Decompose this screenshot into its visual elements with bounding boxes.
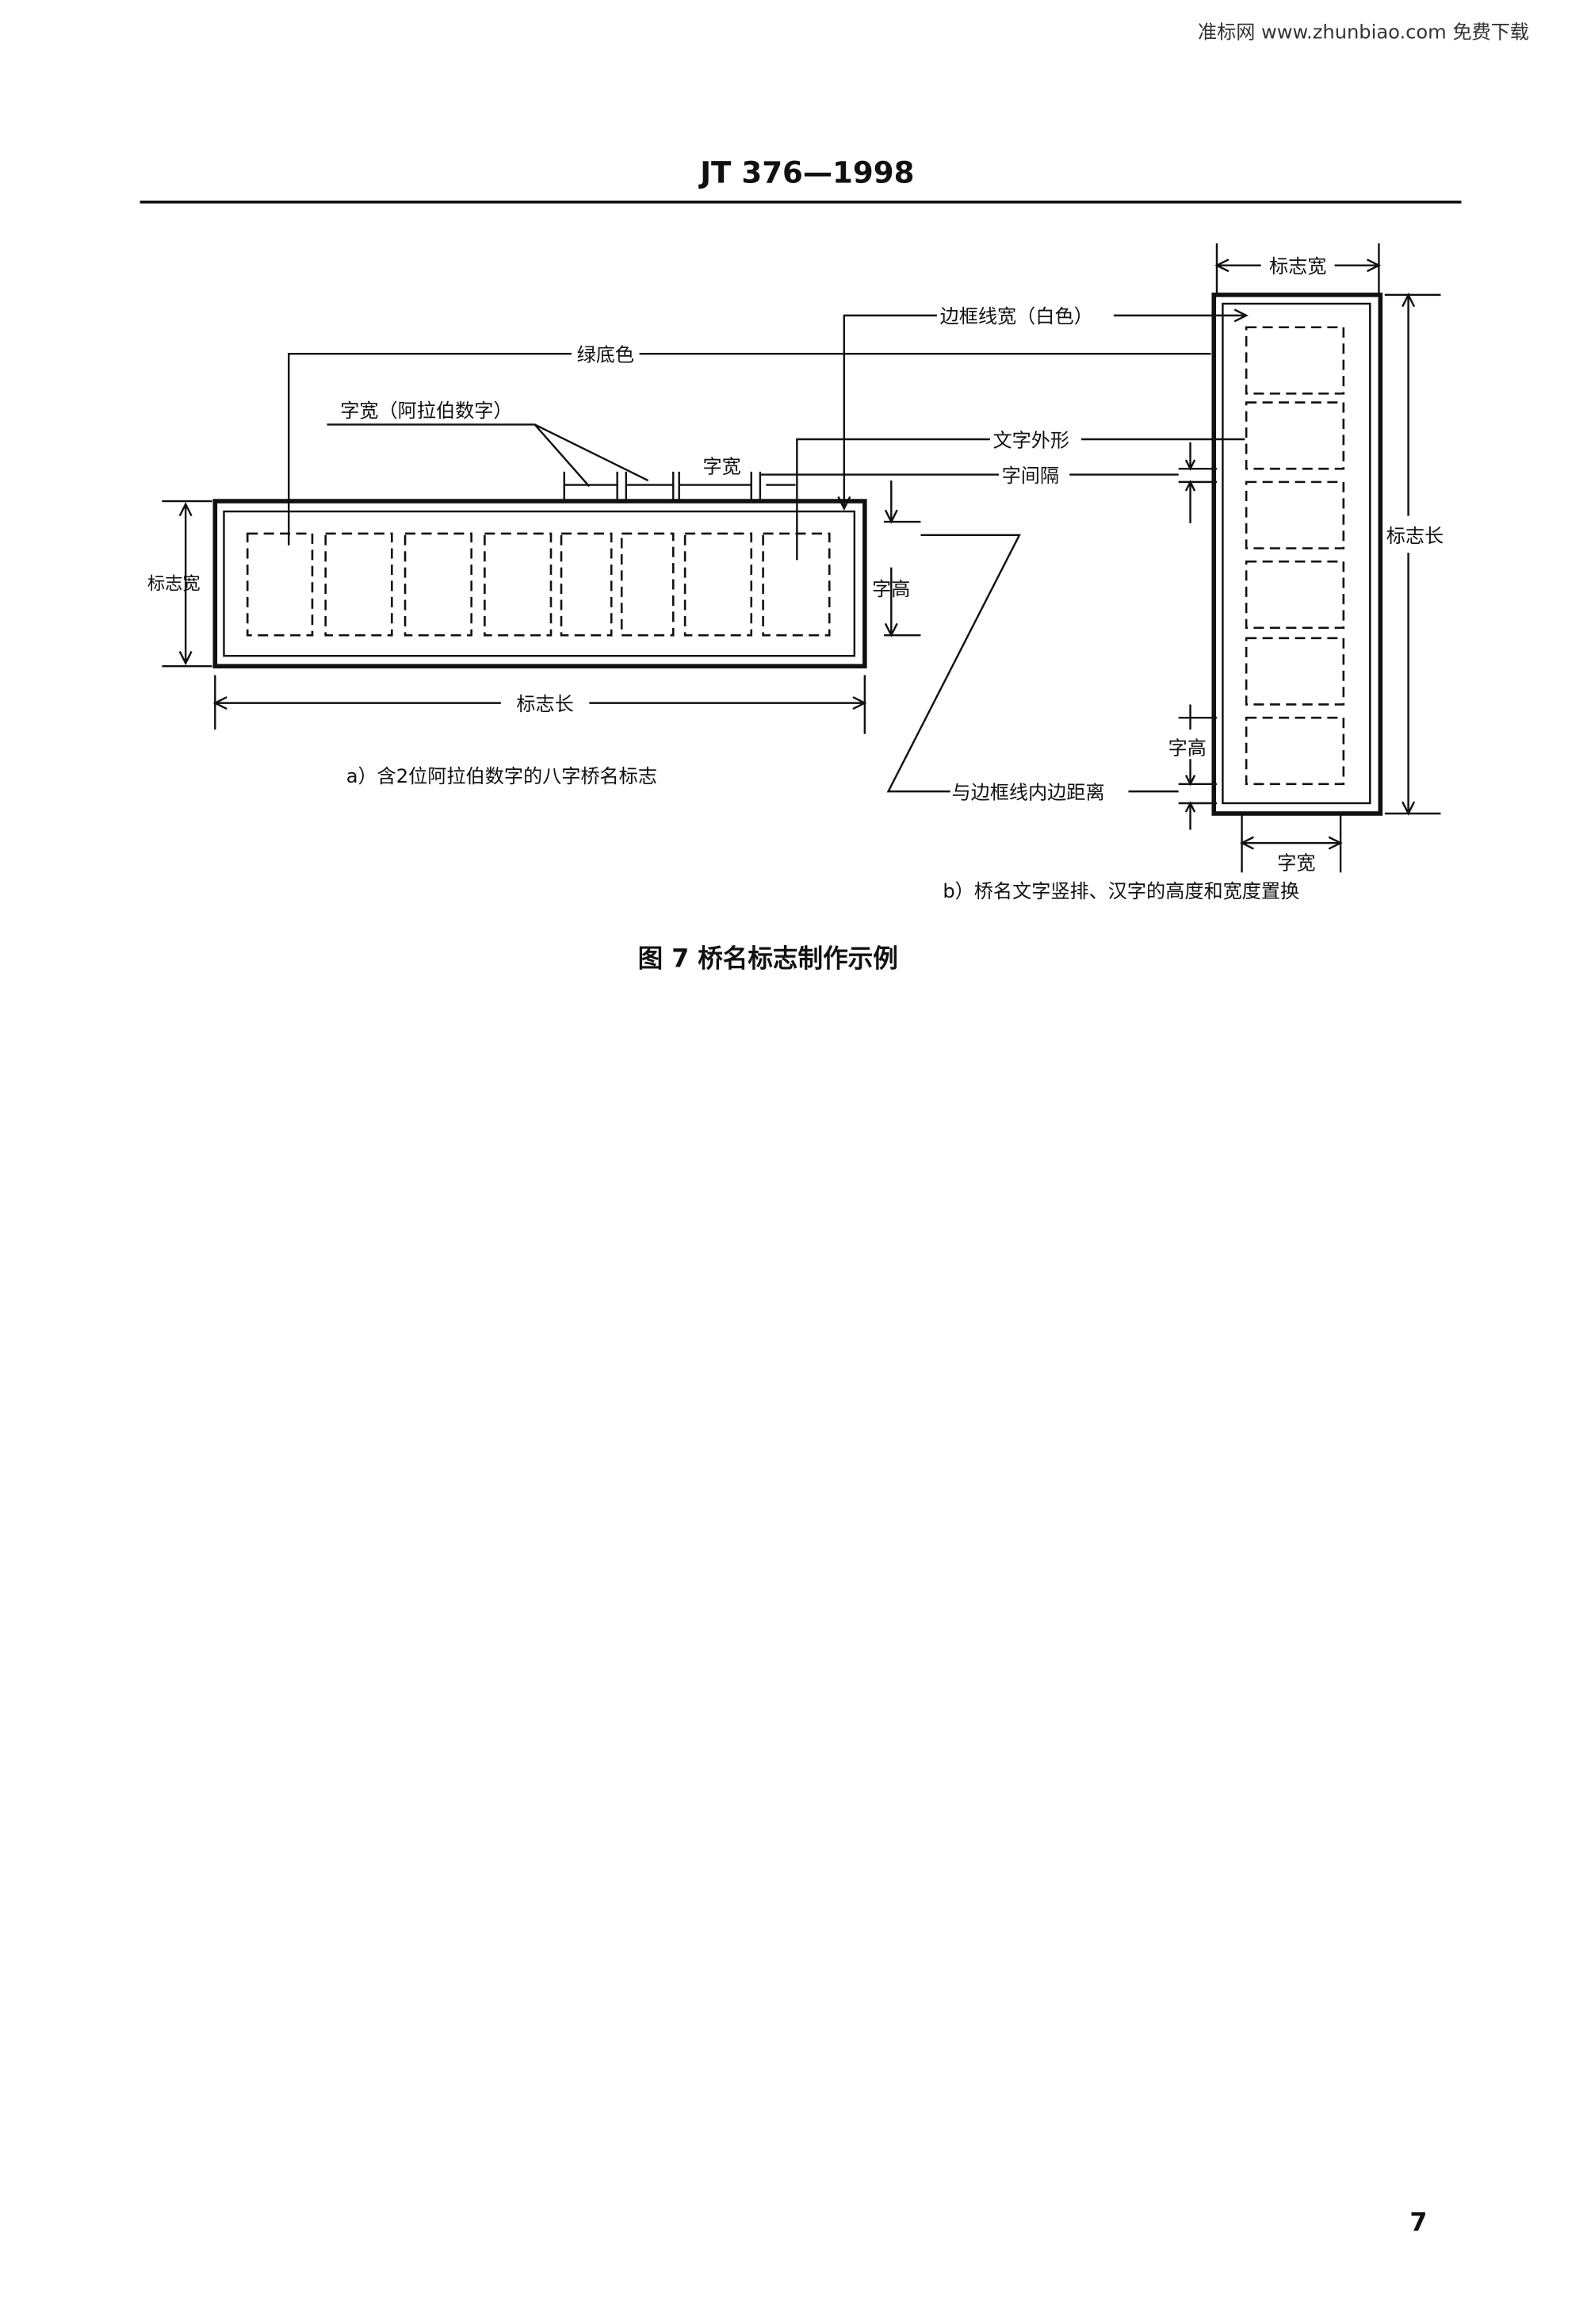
char-box — [1245, 480, 1345, 549]
char-box — [1245, 326, 1345, 395]
label-char-width-b: 字宽 — [1277, 852, 1315, 875]
watermark: 准标网 www.zhunbiao.com 免费下载 — [1198, 21, 1529, 44]
figure-b-vertical-sign: 标志宽 标志长 字高 字宽 b）桥名文字竖排、汉字的高度和宽度置换 — [943, 243, 1444, 902]
char-box — [484, 532, 553, 637]
label-char-shape: 文字外形 — [993, 429, 1070, 451]
label-char-width-arabic: 字宽（阿拉伯数字） — [340, 400, 512, 422]
char-box — [324, 532, 393, 637]
page-number: 7 — [1409, 2209, 1427, 2238]
label-inner-distance: 与边框线内边距离 — [951, 781, 1104, 803]
figure-title: 图 7 桥名标志制作示例 — [638, 944, 898, 973]
label-sign-length-b: 标志长 — [1386, 525, 1444, 547]
sign-outer-border — [212, 499, 867, 668]
char-boxes — [246, 532, 831, 637]
figure-a-horizontal-sign: 标志宽 标志长 a）含2位阿拉伯数字的八字桥名标志 绿底色 字宽（阿拉伯数字） … — [147, 305, 1245, 803]
char-box — [1245, 637, 1345, 706]
char-box — [1245, 716, 1345, 786]
label-sign-length-a: 标志长 — [516, 693, 573, 715]
sign-inner-border — [223, 510, 856, 657]
caption-b: b）桥名文字竖排、汉字的高度和宽度置换 — [943, 880, 1299, 902]
char-box — [1245, 560, 1345, 630]
char-box — [620, 532, 675, 637]
sign-inner-border — [1222, 302, 1371, 805]
char-box — [560, 532, 613, 637]
char-box — [683, 532, 753, 637]
char-box — [246, 532, 314, 637]
caption-a: a）含2位阿拉伯数字的八字桥名标志 — [346, 765, 657, 787]
label-char-height-b: 字高 — [1168, 737, 1207, 760]
label-char-spacing: 字间隔 — [1002, 465, 1059, 487]
label-char-height-a: 字高 — [872, 578, 910, 600]
label-char-width-a: 字宽 — [702, 456, 740, 478]
label-sign-width-b: 标志宽 — [1269, 255, 1326, 278]
label-green-bg: 绿底色 — [577, 343, 634, 366]
label-sign-width-a: 标志宽 — [147, 574, 201, 595]
char-box — [1245, 401, 1345, 470]
document-number: JT 376—1998 — [698, 156, 914, 190]
label-border-width: 边框线宽（白色） — [940, 305, 1093, 327]
sign-outer-border — [1211, 293, 1383, 816]
char-box — [403, 532, 472, 637]
